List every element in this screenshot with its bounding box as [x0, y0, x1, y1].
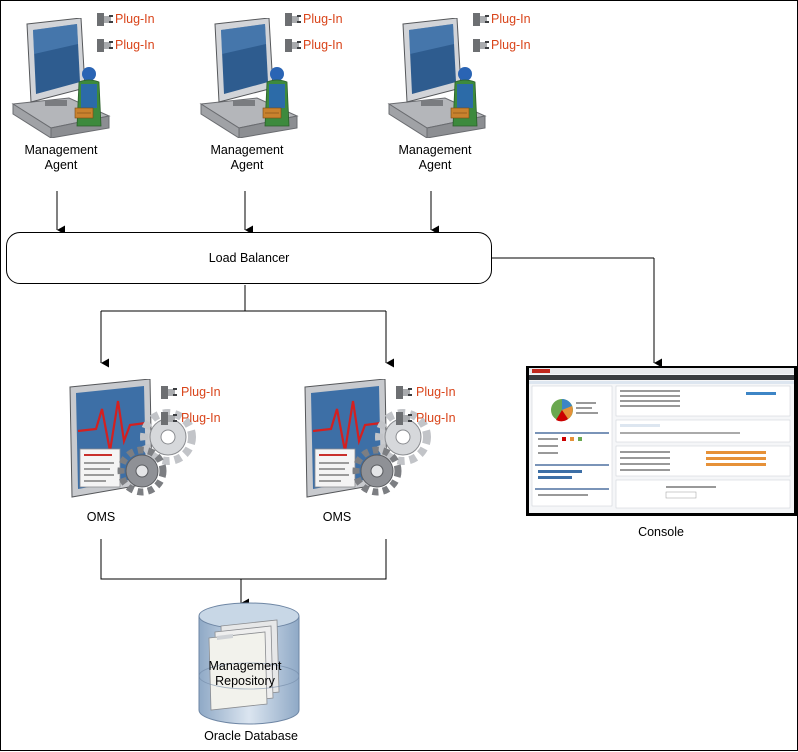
- agent-plug-in-label: Plug-In: [303, 38, 343, 52]
- oms-plug-in-label: Plug-In: [416, 385, 456, 399]
- agent-computer-icon: [11, 18, 111, 138]
- plug-in-icon: [396, 412, 412, 425]
- plug-in-icon: [97, 13, 113, 26]
- agent-plug-in-label: Plug-In: [303, 12, 343, 26]
- agent-label: Management Agent: [197, 143, 297, 173]
- oms-label: OMS: [322, 510, 352, 524]
- repository-label-line2: Repository: [215, 674, 275, 688]
- agent-plug-in-label: Plug-In: [115, 12, 155, 26]
- plug-in-icon: [285, 13, 301, 26]
- load-balancer-label: Load Balancer: [208, 251, 290, 265]
- oms-plug-in-label: Plug-In: [416, 411, 456, 425]
- agent-plug-in-label: Plug-In: [491, 12, 531, 26]
- oms-server-icon: [69, 379, 196, 498]
- oracle-database-label: Oracle Database: [204, 729, 298, 743]
- agent-plug-in-label: Plug-In: [115, 38, 155, 52]
- repository-label: Management Repository: [201, 659, 289, 689]
- plug-in-icon: [396, 386, 412, 399]
- plug-in-icon: [97, 39, 113, 52]
- load-balancer-box: Load Balancer: [6, 232, 492, 284]
- agent-label-line1: Management: [24, 143, 98, 157]
- agent-label-line2: Agent: [44, 158, 78, 172]
- plug-in-icon: [473, 39, 489, 52]
- oms-plug-in-label: Plug-In: [181, 411, 221, 425]
- database-cylinder-icon: [198, 602, 300, 725]
- agent-plug-in-label: Plug-In: [491, 38, 531, 52]
- agent-label-line2: Agent: [230, 158, 264, 172]
- repository-label-line1: Management: [208, 659, 282, 673]
- agent-computer-icon: [199, 18, 299, 138]
- plug-in-icon: [161, 412, 177, 425]
- oms-plug-in-label: Plug-In: [181, 385, 221, 399]
- oms-label: OMS: [86, 510, 116, 524]
- agent-label-line1: Management: [210, 143, 284, 157]
- oms-to-repository-connector: [100, 539, 387, 580]
- plug-in-icon: [161, 386, 177, 399]
- agent-computer-icon: [387, 18, 487, 138]
- console-label: Console: [638, 525, 684, 539]
- agent-label: Management Agent: [11, 143, 111, 173]
- lb-to-oms-connector: [101, 285, 386, 312]
- agent-label-line1: Management: [398, 143, 472, 157]
- agent-label-line2: Agent: [418, 158, 452, 172]
- plug-in-icon: [285, 39, 301, 52]
- agent-label: Management Agent: [385, 143, 485, 173]
- console-screenshot-thumbnail: [526, 366, 797, 516]
- plug-in-icon: [473, 13, 489, 26]
